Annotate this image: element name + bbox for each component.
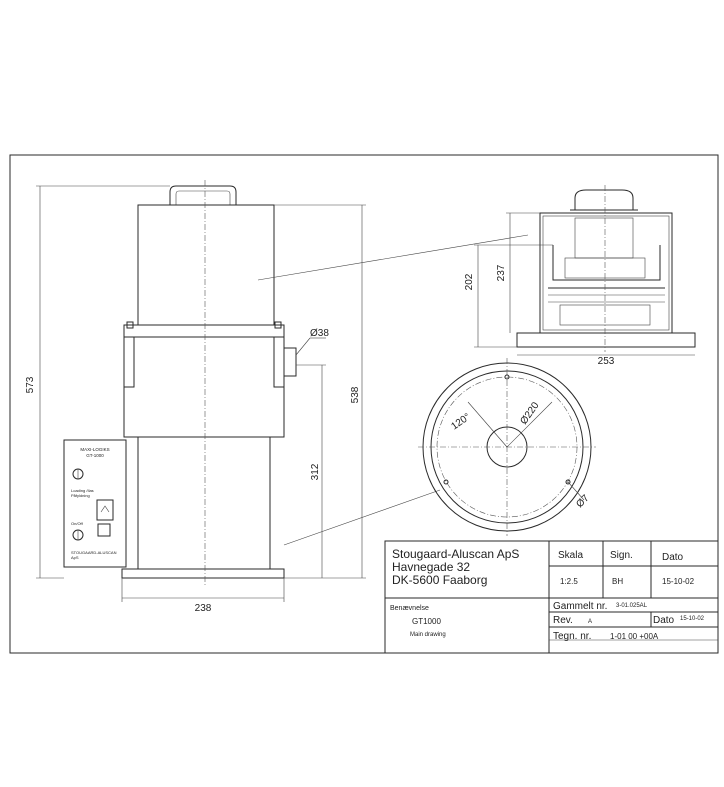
- panel-maker-label: STOUGAARD-ALUSCAN: [71, 550, 117, 555]
- base-plate: [121, 568, 285, 579]
- clamp-band: [123, 324, 285, 338]
- section-base: [516, 332, 696, 348]
- sheet-border: [9, 154, 719, 654]
- middle-section: [123, 336, 285, 438]
- dim-253: 253: [598, 356, 615, 367]
- panel-onoff-label: On/Off: [71, 521, 84, 526]
- plan-view: 120° Ø220 Ø7: [418, 358, 596, 536]
- benaevnelse-label: Benævnelse: [390, 605, 429, 612]
- address-line1: Havnegade 32: [392, 560, 470, 574]
- part-description: Main drawing: [410, 632, 446, 638]
- dim-202: 202: [464, 273, 475, 290]
- address-line2: DK-5600 Faaborg: [392, 573, 487, 587]
- dim-angle: 120°: [449, 412, 472, 433]
- rev-date-label: Dato: [653, 615, 675, 626]
- outlet-pipe: [283, 347, 297, 377]
- tegn-label: Tegn. nr.: [553, 631, 591, 642]
- switch-icon: [96, 499, 114, 521]
- panel-loading-label: Loading /Ilas: [71, 488, 94, 493]
- date-value: 15-10-02: [662, 577, 695, 586]
- panel-maker-label2: ApS: [71, 555, 79, 560]
- panel-loading-label2: Påfyldning: [71, 493, 90, 498]
- panel-brand-line2: GT-1000: [86, 453, 104, 458]
- dim-538: 538: [350, 386, 361, 403]
- rev-label: Rev.: [553, 615, 573, 626]
- lid-handle: [169, 185, 237, 205]
- dim-outlet-diameter: Ø38: [310, 328, 329, 339]
- dim-bolt-circle: Ø220: [518, 400, 541, 427]
- title-block: Stougaard-Aluscan ApS Havnegade 32 DK-56…: [384, 540, 719, 654]
- gammelt-value: 3-01.025AL: [616, 603, 648, 609]
- dim-312: 312: [310, 463, 321, 480]
- company-name: Stougaard-Aluscan ApS: [392, 547, 519, 561]
- part-number: GT1000: [412, 617, 441, 626]
- section-view: 237 202 253: [464, 185, 696, 367]
- tegn-value: 1-01 00 +00A: [610, 632, 659, 641]
- rev-value: A: [588, 619, 592, 625]
- upper-container: [137, 204, 275, 326]
- leader-line: [257, 234, 529, 281]
- scale-value: 1:2.5: [560, 577, 578, 586]
- panel-brand-line1: MAXI-LOGIKS: [80, 447, 109, 452]
- front-view: MAXI-LOGIKS GT-1000 Loading /Ilas Påfyld…: [25, 180, 529, 614]
- dim-hole: Ø7: [574, 493, 592, 511]
- rev-date-value: 15-10-02: [680, 616, 705, 622]
- lower-body: [137, 436, 271, 570]
- sign-value: BH: [612, 577, 623, 586]
- dim-237: 237: [496, 264, 507, 281]
- control-panel: MAXI-LOGIKS GT-1000 Loading /Ilas Påfyld…: [63, 439, 127, 568]
- date-header: Dato: [662, 552, 684, 563]
- dim-573: 573: [25, 376, 36, 393]
- scale-header: Skala: [558, 550, 583, 561]
- dim-238: 238: [195, 603, 212, 614]
- gammelt-label: Gammelt nr.: [553, 601, 607, 612]
- sign-header: Sign.: [610, 550, 633, 561]
